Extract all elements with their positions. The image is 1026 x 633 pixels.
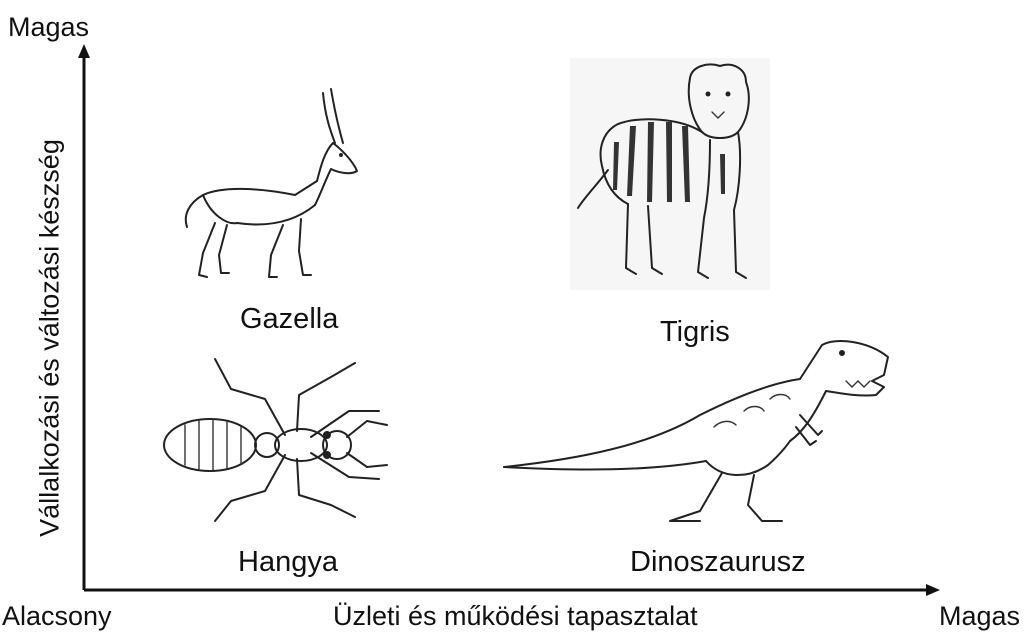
y-axis-high-label: Magas (8, 14, 89, 41)
gazelle-drawing (175, 85, 365, 285)
dinosaur-drawing (500, 335, 895, 525)
ant-drawing (155, 355, 395, 525)
x-axis-high-label: Magas (939, 603, 1020, 630)
tiger-drawing (570, 58, 770, 290)
ant-label: Hangya (238, 548, 338, 577)
x-axis-arrow (926, 584, 940, 596)
y-axis-arrow (78, 44, 90, 58)
dinosaur-label: Dinoszaurusz (630, 548, 806, 577)
x-axis-low-label: Alacsony (2, 603, 112, 630)
gazelle-label: Gazella (240, 305, 338, 334)
y-axis-title: Vállalkozási és változási készség (37, 139, 64, 537)
x-axis-title: Üzleti és működési tapasztalat (333, 603, 698, 630)
